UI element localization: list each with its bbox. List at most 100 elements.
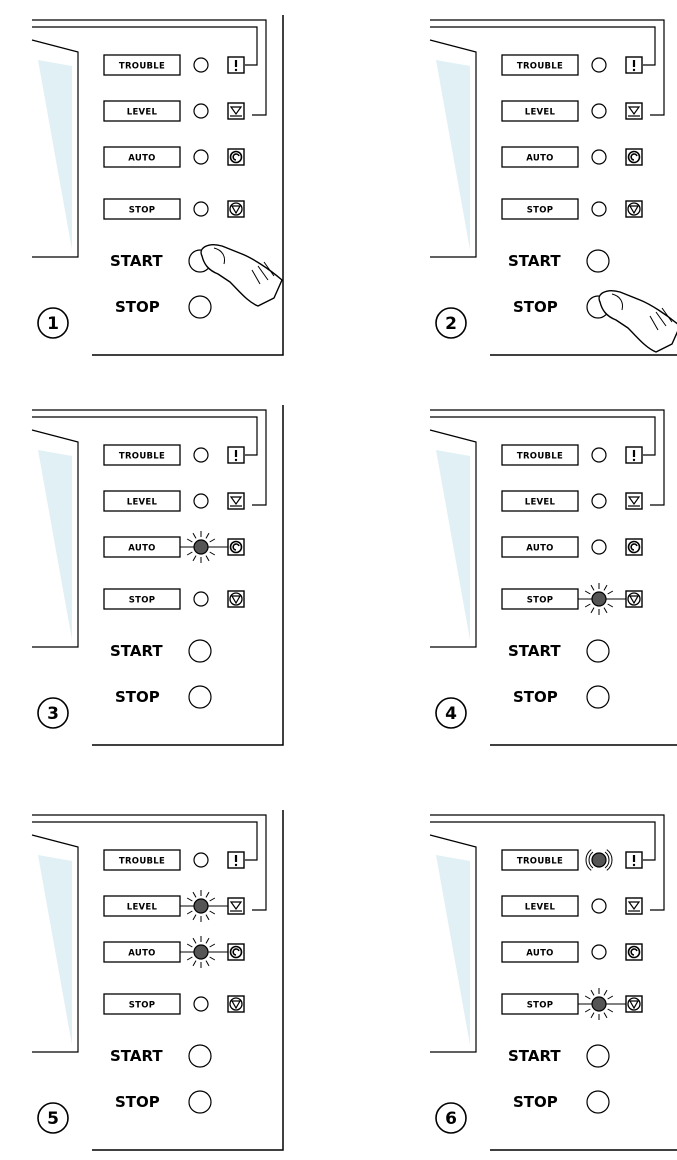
- display-glass: [436, 60, 470, 250]
- ray: [210, 944, 215, 947]
- indicator-row-auto: AUTO: [502, 942, 642, 962]
- indicator-label-trouble: TROUBLE: [119, 857, 165, 867]
- indicator-row-trouble: TROUBLE: [502, 850, 642, 871]
- indicator-lamp-stop: [592, 997, 606, 1011]
- ray: [608, 1009, 613, 1012]
- indicator-label-trouble: TROUBLE: [119, 62, 165, 72]
- ray: [210, 957, 215, 960]
- indicator-lamp-auto: [194, 540, 208, 554]
- indicator-label-trouble: TROUBLE: [517, 62, 563, 72]
- indicator-row-auto: AUTO: [104, 936, 244, 968]
- ray: [206, 961, 209, 966]
- panel-2: TROUBLELEVELAUTOSTOPSTARTSTOP2: [430, 15, 677, 355]
- start-button-label: START: [110, 1047, 163, 1065]
- indicator-lamp-auto: [592, 945, 606, 959]
- ray: [591, 1013, 594, 1018]
- ray: [187, 898, 192, 901]
- stop-button-label: STOP: [115, 688, 160, 706]
- indicator-label-stop: STOP: [129, 1001, 156, 1011]
- ray: [591, 585, 594, 590]
- ray: [210, 539, 215, 542]
- indicator-lamp-trouble: [194, 58, 208, 72]
- ray: [608, 591, 613, 594]
- indicator-lamp-trouble: [592, 853, 606, 867]
- start-button[interactable]: [587, 250, 609, 272]
- stop-button[interactable]: [587, 686, 609, 708]
- stop-button[interactable]: [189, 296, 211, 318]
- panel-5: TROUBLE LEVEL AUTO STOP START STOP 5: [32, 810, 283, 1150]
- panel-4: TROUBLELEVELAUTOSTOPSTARTSTOP4: [430, 405, 677, 745]
- indicator-row-trouble: TROUBLE: [104, 445, 244, 465]
- indicator-lamp-level: [194, 899, 208, 913]
- indicator-label-stop: STOP: [129, 206, 156, 216]
- indicator-label-auto: AUTO: [128, 154, 155, 164]
- ray: [210, 911, 215, 914]
- ray: [193, 915, 196, 920]
- indicator-label-stop: STOP: [129, 596, 156, 606]
- stop-button-label: STOP: [115, 1093, 160, 1111]
- indicator-row-trouble: TROUBLE: [104, 850, 244, 870]
- step-number: 5: [47, 1109, 59, 1129]
- ray: [187, 957, 192, 960]
- start-button[interactable]: [587, 640, 609, 662]
- exclamation-dot: [235, 864, 237, 866]
- pressing-finger: [201, 245, 282, 306]
- panel-1: TROUBLELEVELAUTOSTOPSTARTSTOP1: [32, 15, 283, 355]
- indicator-row-trouble: TROUBLE: [502, 55, 642, 75]
- panel-6: TROUBLELEVELAUTOSTOPSTARTSTOP6: [430, 810, 677, 1150]
- display-glass: [436, 450, 470, 640]
- start-button[interactable]: [189, 1045, 211, 1067]
- display-glass: [38, 855, 72, 1045]
- indicator-label-auto: AUTO: [526, 544, 553, 554]
- ray: [604, 608, 607, 613]
- indicator-label-level: LEVEL: [525, 498, 556, 508]
- stop-button[interactable]: [587, 1091, 609, 1113]
- indicator-lamp-auto: [194, 150, 208, 164]
- start-button-label: START: [110, 252, 163, 270]
- indicator-lamp-level: [592, 899, 606, 913]
- indicator-row-trouble: TROUBLE: [104, 55, 244, 75]
- display-glass: [38, 450, 72, 640]
- start-button-label: START: [508, 1047, 561, 1065]
- indicator-label-level: LEVEL: [127, 108, 158, 118]
- indicator-label-stop: STOP: [527, 596, 554, 606]
- stop-button[interactable]: [189, 686, 211, 708]
- finger-outline: [201, 245, 282, 306]
- stop-button[interactable]: [189, 1091, 211, 1113]
- indicator-lamp-auto: [592, 150, 606, 164]
- start-button-label: START: [508, 252, 561, 270]
- indicator-lamp-level: [194, 494, 208, 508]
- indicator-lamp-stop: [194, 997, 208, 1011]
- step-number: 4: [445, 704, 457, 724]
- level-triangle-icon: [228, 493, 244, 509]
- indicator-lamp-stop: [194, 592, 208, 606]
- ray: [604, 990, 607, 995]
- ray: [591, 608, 594, 613]
- indicator-label-auto: AUTO: [526, 154, 553, 164]
- indicator-row-auto: AUTO: [502, 537, 642, 557]
- exclamation-dot: [633, 459, 635, 461]
- ray: [206, 533, 209, 538]
- step-number: 6: [445, 1109, 457, 1129]
- start-button[interactable]: [189, 640, 211, 662]
- ray: [206, 938, 209, 943]
- step-number: 2: [445, 314, 457, 334]
- indicator-row-level: LEVEL: [502, 896, 642, 916]
- indicator-label-level: LEVEL: [127, 903, 158, 913]
- stop-button-label: STOP: [513, 688, 558, 706]
- ray: [604, 1013, 607, 1018]
- indicator-label-level: LEVEL: [127, 498, 158, 508]
- ray: [187, 552, 192, 555]
- indicator-row-stop: STOP: [104, 994, 244, 1014]
- start-button[interactable]: [587, 1045, 609, 1067]
- exclamation-dot: [235, 69, 237, 71]
- level-triangle-icon: [626, 493, 642, 509]
- indicator-label-stop: STOP: [527, 206, 554, 216]
- indicator-label-auto: AUTO: [526, 949, 553, 959]
- indicator-row-level: LEVEL: [104, 101, 244, 121]
- pressing-finger: [599, 291, 677, 352]
- ray: [591, 990, 594, 995]
- ray: [585, 591, 590, 594]
- indicator-row-stop: STOP: [104, 199, 244, 219]
